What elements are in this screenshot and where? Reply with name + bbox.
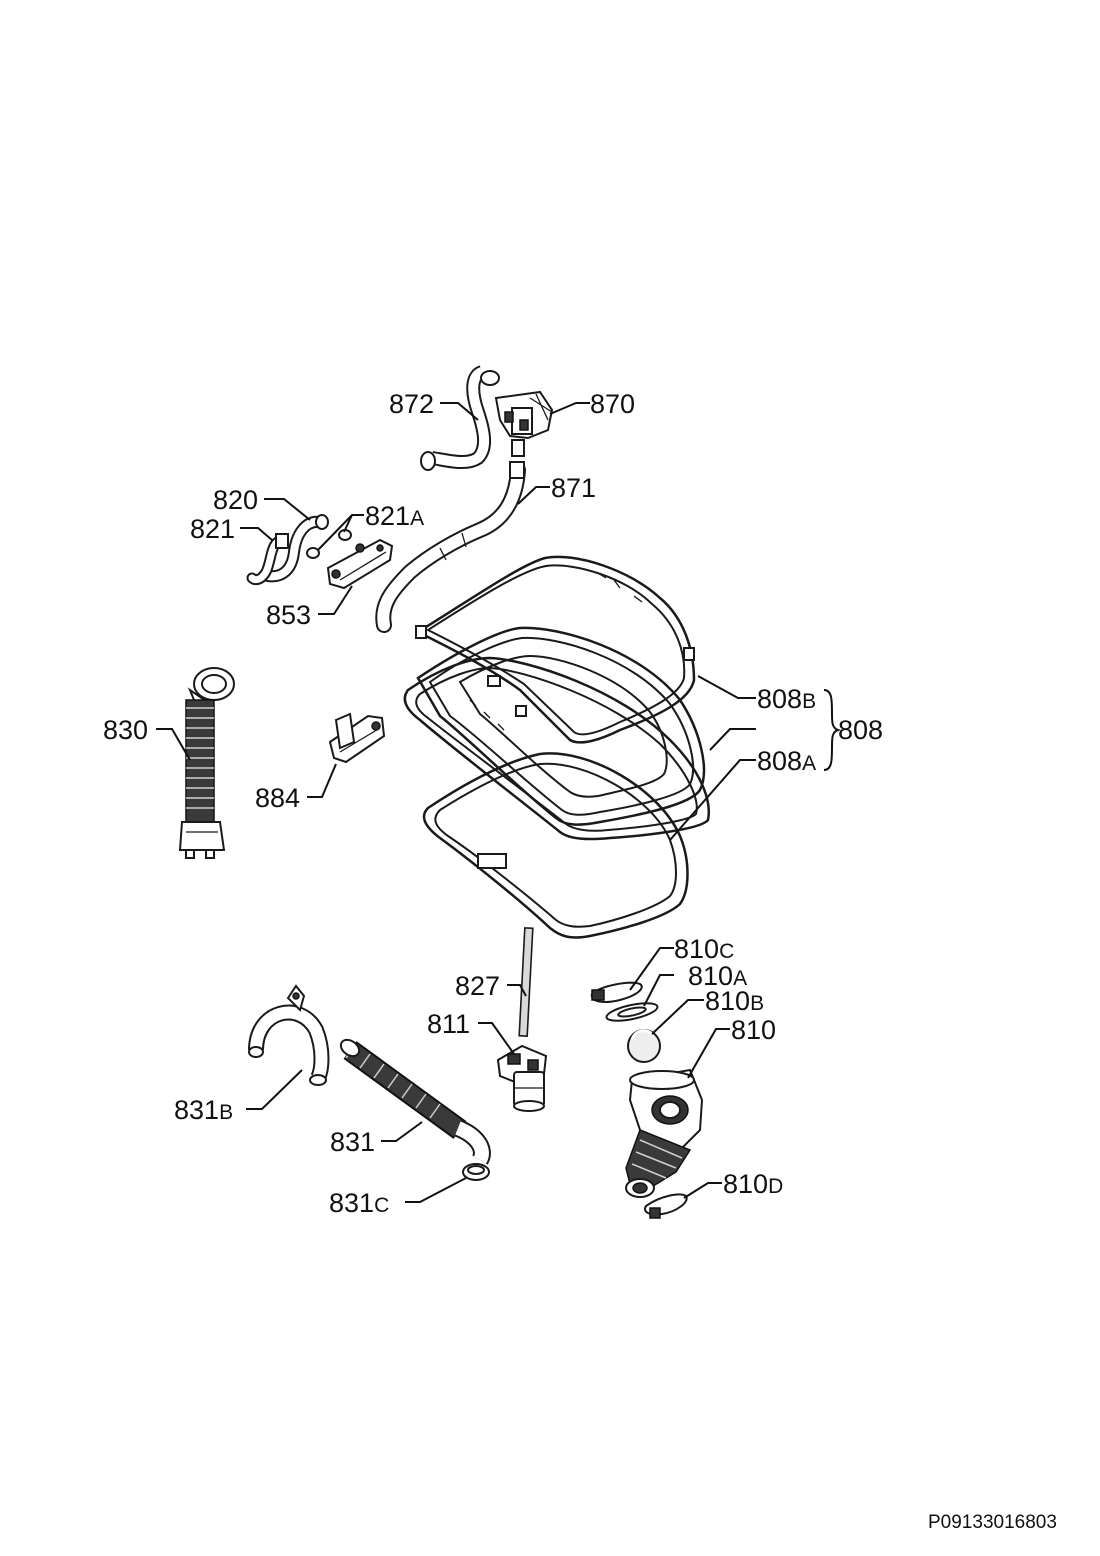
label-810C[interactable]: 810C <box>674 934 734 964</box>
leader-lines <box>156 402 842 1203</box>
label-808B[interactable]: 808B <box>757 684 816 714</box>
part-871-hose[interactable] <box>383 462 524 625</box>
label-830[interactable]: 830 <box>103 715 148 745</box>
part-831C-clamp[interactable] <box>463 1164 489 1180</box>
part-811-pressure-switch[interactable] <box>498 1046 546 1111</box>
part-831B-hose-guide[interactable] <box>249 986 326 1085</box>
part-808-middle-ring[interactable] <box>418 628 704 825</box>
label-884[interactable]: 884 <box>255 783 300 813</box>
part-labels: 872 870 871 820 821 821A 853 830 884 808… <box>103 389 883 1218</box>
label-831[interactable]: 831 <box>330 1127 375 1157</box>
part-830-drain-hose[interactable] <box>180 668 234 858</box>
label-821[interactable]: 821 <box>190 514 235 544</box>
label-820[interactable]: 820 <box>213 485 258 515</box>
part-872-hose[interactable] <box>421 371 499 470</box>
label-872[interactable]: 872 <box>389 389 434 419</box>
label-831C[interactable]: 831C <box>329 1188 389 1218</box>
part-808A-outer-rings[interactable] <box>405 658 709 938</box>
label-808A[interactable]: 808A <box>757 746 816 776</box>
part-870-inlet-valve[interactable] <box>496 392 552 456</box>
part-827-rod[interactable] <box>519 928 533 1036</box>
part-820-hose[interactable] <box>268 515 328 576</box>
hose-ribs <box>186 708 214 808</box>
part-853-bracket[interactable] <box>328 540 392 588</box>
part-831-drain-hose[interactable] <box>338 1037 482 1160</box>
label-810B[interactable]: 810B <box>705 986 764 1016</box>
label-810D[interactable]: 810D <box>723 1169 783 1199</box>
part-821-hose[interactable] <box>252 534 288 580</box>
label-853[interactable]: 853 <box>266 600 311 630</box>
part-810B-ball[interactable] <box>628 1030 660 1062</box>
part-821A-clip[interactable] <box>307 530 351 558</box>
label-870[interactable]: 870 <box>590 389 635 419</box>
part-810C-cap[interactable] <box>592 983 642 1002</box>
label-871[interactable]: 871 <box>551 473 596 503</box>
part-808B-top-ring[interactable] <box>416 557 694 743</box>
drawing-code: P09133016803 <box>928 1512 1057 1533</box>
label-811[interactable]: 811 <box>427 1009 470 1039</box>
part-810D-cap[interactable] <box>645 1194 687 1218</box>
part-810A-gasket[interactable] <box>605 1000 659 1025</box>
label-821A[interactable]: 821A <box>365 501 424 531</box>
label-808[interactable]: 808 <box>838 715 883 745</box>
label-831B[interactable]: 831B <box>174 1095 233 1125</box>
label-810[interactable]: 810 <box>731 1015 776 1045</box>
part-810-sump-housing[interactable] <box>626 1070 702 1197</box>
part-884-clip[interactable] <box>330 714 384 762</box>
label-827[interactable]: 827 <box>455 971 500 1001</box>
label-810A[interactable]: 810A <box>688 961 747 991</box>
